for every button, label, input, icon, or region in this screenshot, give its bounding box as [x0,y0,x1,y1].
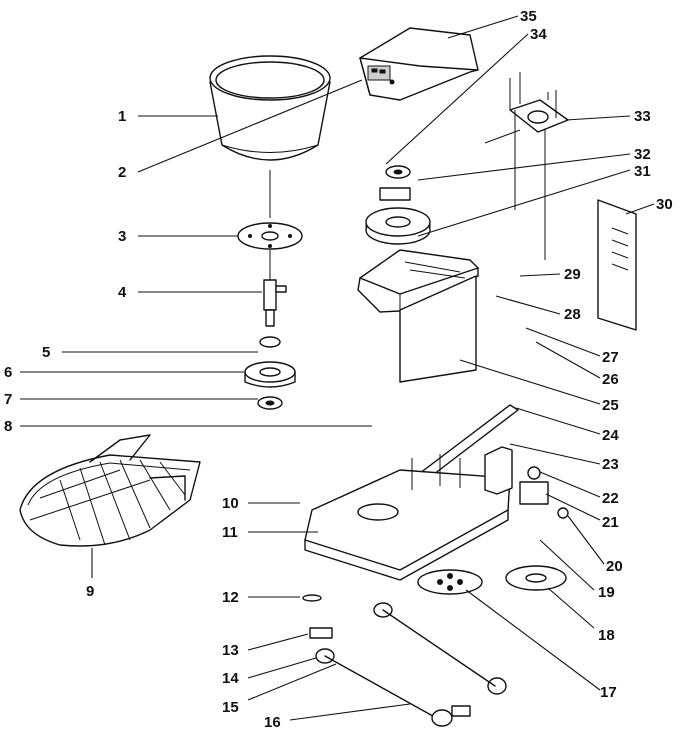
callout-7: 7 [4,391,12,408]
callout-35: 35 [520,8,537,25]
callout-5: 5 [42,344,50,361]
callout-16: 16 [264,714,281,731]
bowl-base-plate [237,170,303,250]
callout-25: 25 [602,397,619,414]
callout-3: 3 [118,228,126,245]
callout-27: 27 [602,349,619,366]
gearbox-housing [357,249,479,313]
bowl [209,55,331,161]
callout-26: 26 [602,371,619,388]
motor-bracket [484,446,569,519]
callout-23: 23 [602,456,619,473]
large-pulley [417,569,483,595]
callout-10: 10 [222,495,239,512]
callout-8: 8 [4,418,12,435]
motor-plate [484,72,569,260]
top-cover [359,27,479,101]
callout-11: 11 [222,524,238,541]
callout-19: 19 [598,584,615,601]
bowl-guard [19,434,201,547]
leader-lines [20,15,655,721]
callout-33: 33 [634,108,651,125]
callout-31: 31 [634,163,651,180]
callout-14: 14 [222,670,239,687]
callout-22: 22 [602,490,619,507]
callout-9: 9 [86,583,94,600]
machine-base [304,454,511,581]
bowl-bearing-assembly [244,336,296,410]
callout-2: 2 [118,164,126,181]
callout-17: 17 [600,684,617,701]
bowl-shaft [263,250,287,327]
callout-32: 32 [634,146,651,163]
top-pulley [365,165,431,245]
callout-1: 1 [118,108,126,125]
wheel-assembly [302,594,507,727]
callout-labels: 1 2 3 4 5 6 7 8 9 10 11 12 13 14 15 16 1… [4,8,673,731]
callout-18: 18 [598,627,615,644]
callout-20: 20 [606,558,623,575]
callout-30: 30 [656,196,673,213]
side-panel [597,199,637,331]
callout-6: 6 [4,364,12,381]
callout-4: 4 [118,284,127,301]
callout-15: 15 [222,699,239,716]
callout-12: 12 [222,589,239,606]
callout-34: 34 [530,26,547,43]
callout-13: 13 [222,642,239,659]
callout-24: 24 [602,427,619,444]
small-pulley [505,565,567,591]
callout-21: 21 [602,514,619,531]
column [399,275,477,383]
callout-29: 29 [564,266,581,283]
callout-28: 28 [564,306,581,323]
